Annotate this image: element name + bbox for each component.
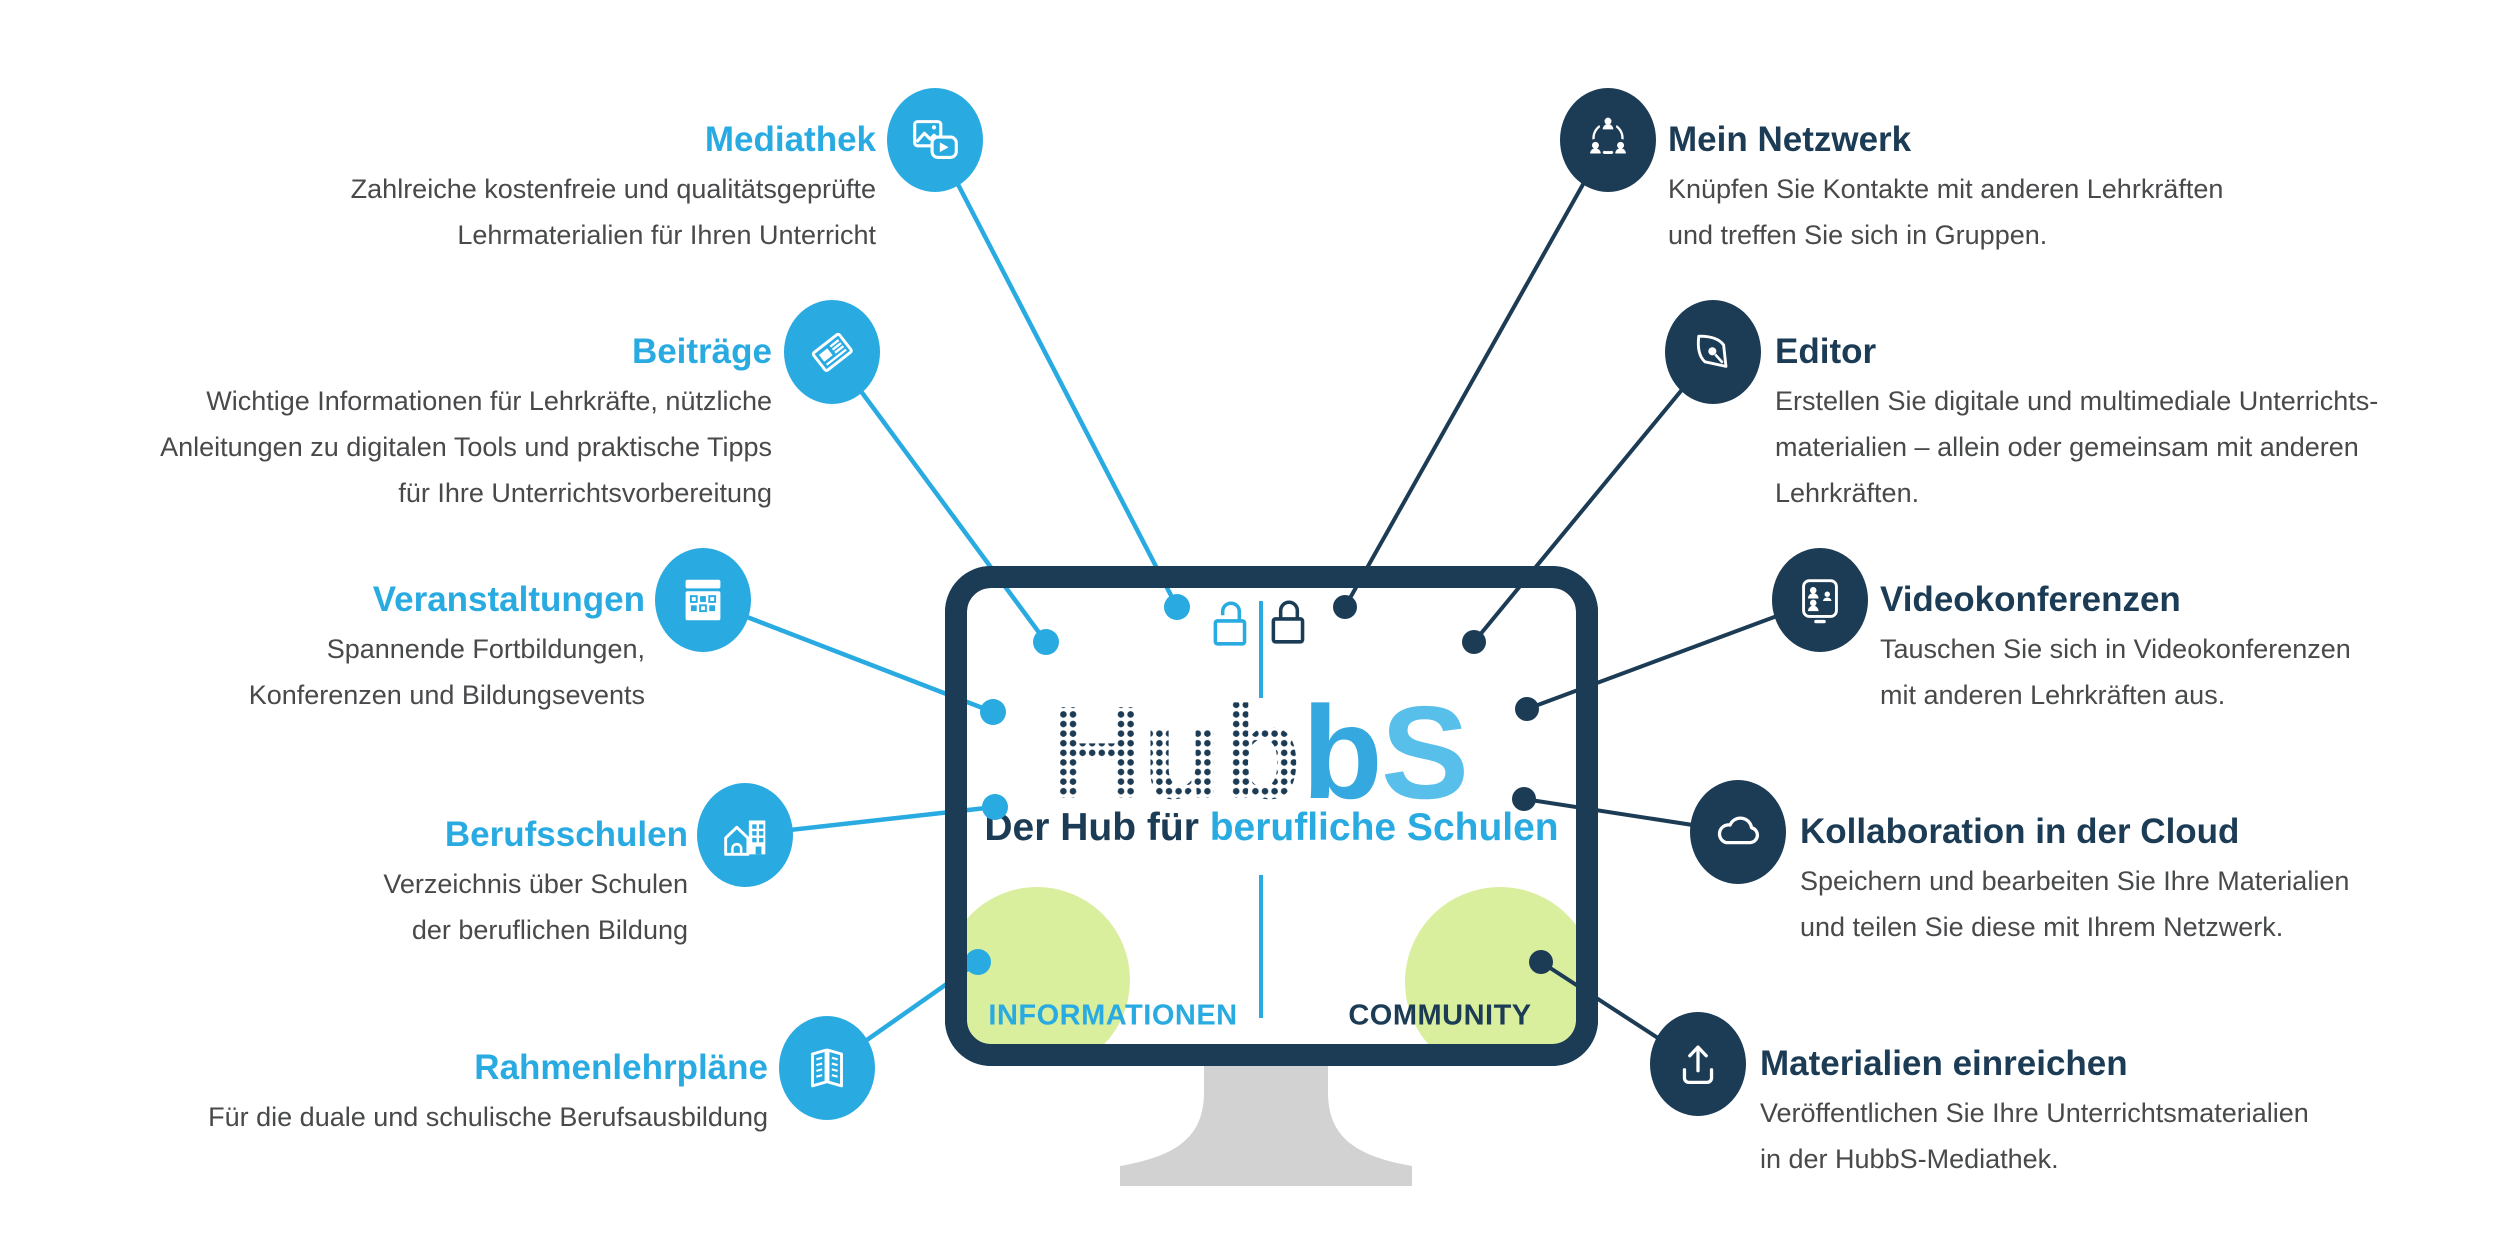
feature-title: Beiträge — [631, 332, 772, 371]
network-icon — [1560, 88, 1656, 192]
feature-materialien-einreichen: Materialien einreichen Veröffentlichen S… — [1760, 1042, 2309, 1182]
logo-s-text: S — [1381, 700, 1467, 818]
feature-berufsschulen: Berufsschulen Verzeichnis über Schulen d… — [383, 813, 688, 953]
zone-label-informationen: INFORMATIONEN — [988, 999, 1238, 1032]
feature-kollaboration-cloud: Kollaboration in der Cloud Speichern und… — [1800, 810, 2349, 950]
feature-text-line: Anleitungen zu digitalen Tools und prakt… — [160, 432, 772, 462]
pen-nib-icon — [1665, 300, 1761, 404]
logo-b-text: b — [1302, 700, 1381, 818]
curriculum-icon — [779, 1016, 875, 1120]
feature-text-line: mit anderen Lehrkräften aus. — [1880, 680, 2226, 710]
open-lock-icon — [1213, 601, 1247, 646]
upload-icon — [1650, 1012, 1746, 1116]
monitor-frame — [945, 566, 1598, 1066]
feature-text-line: Für die duale und schulische Berufsausbi… — [208, 1102, 768, 1132]
feature-title: Rahmenlehrpläne — [474, 1048, 768, 1087]
tagline-dark-part: Der Hub für — [984, 806, 1210, 849]
feature-text-line: der beruflichen Bildung — [411, 915, 688, 945]
feature-text-line: Verzeichnis über Schulen — [383, 869, 688, 899]
feature-mediathek: Mediathek Zahlreiche kostenfreie und qua… — [351, 118, 876, 258]
hubbs-logo: Hub b S — [967, 679, 1576, 826]
feature-text-line: Spannende Fortbildungen, — [326, 634, 645, 664]
feature-title: Videokonferenzen — [1880, 580, 2181, 619]
feature-beitraege: Beiträge Wichtige Informationen für Lehr… — [160, 330, 772, 516]
screen-divider-bottom — [1259, 875, 1263, 1018]
feature-title: Editor — [1775, 332, 1877, 371]
screen-divider-top — [1259, 601, 1263, 698]
feature-veranstaltungen: Veranstaltungen Spannende Fortbildungen,… — [249, 578, 645, 718]
feature-text-line: Lehrkräften. — [1775, 478, 1920, 508]
feature-title: Berufsschulen — [444, 815, 688, 854]
calendar-icon — [655, 548, 751, 652]
connection-line — [1343, 139, 1610, 608]
monitor-screen: Hub b S Der Hub für berufliche Schulen I… — [967, 588, 1576, 1044]
cloud-icon — [1690, 780, 1786, 884]
feature-text-line: Knüpfen Sie Kontakte mit anderen Lehrkrä… — [1668, 174, 2224, 204]
feature-text-line: und treffen Sie sich in Gruppen. — [1668, 220, 2048, 250]
feature-rahmenlehrplaene: Rahmenlehrpläne Für die duale und schuli… — [208, 1046, 768, 1140]
feature-text-line: Zahlreiche kostenfreie und qualitätsgepr… — [350, 174, 876, 204]
feature-title: Veranstaltungen — [372, 580, 645, 619]
logo-dotted-text: Hub — [1049, 700, 1300, 818]
feature-title: Kollaboration in der Cloud — [1800, 812, 2240, 851]
feature-text-line: materialien – allein oder gemeinsam mit … — [1775, 432, 2359, 462]
feature-text-line: Konferenzen und Bildungsevents — [248, 680, 645, 710]
feature-text-line: Wichtige Informationen für Lehrkräfte, n… — [206, 386, 772, 416]
zone-label-community: COMMUNITY — [1348, 999, 1532, 1032]
feature-editor: Editor Erstellen Sie digitale und multim… — [1775, 330, 2378, 516]
logo-tagline: Der Hub für berufliche Schulen — [967, 806, 1576, 850]
feature-title: Mediathek — [704, 120, 876, 159]
closed-lock-icon — [1271, 600, 1305, 644]
feature-mein-netzwerk: Mein Netzwerk Knüpfen Sie Kontakte mit a… — [1668, 118, 2223, 258]
feature-text-line: für Ihre Unterrichtsvorbereitung — [398, 478, 772, 508]
feature-text-line: Erstellen Sie digitale und multimediale … — [1775, 386, 2379, 416]
tagline-accent-part: berufliche Schulen — [1209, 806, 1559, 849]
video-conference-icon — [1772, 548, 1868, 652]
feature-text-line: und teilen Sie diese mit Ihrem Netzwerk. — [1800, 912, 2284, 942]
media-icon — [887, 88, 983, 192]
school-building-icon — [697, 783, 793, 887]
feature-text-line: Lehrmaterialien für Ihren Unterricht — [457, 220, 876, 250]
feature-title: Materialien einreichen — [1760, 1044, 2128, 1083]
feature-text-line: Speichern und bearbeiten Sie Ihre Materi… — [1800, 866, 2350, 896]
newspaper-icon — [784, 300, 880, 404]
feature-text-line: Veröffentlichen Sie Ihre Unterrichtsmate… — [1760, 1098, 2309, 1128]
feature-text-line: in der HubbS-Mediathek. — [1760, 1144, 2059, 1174]
feature-text-line: Tauschen Sie sich in Videokonferenzen — [1880, 634, 2351, 664]
feature-videokonferenzen: Videokonferenzen Tauschen Sie sich in Vi… — [1880, 578, 2351, 718]
feature-title: Mein Netzwerk — [1668, 120, 1912, 159]
connection-line — [933, 138, 1179, 609]
